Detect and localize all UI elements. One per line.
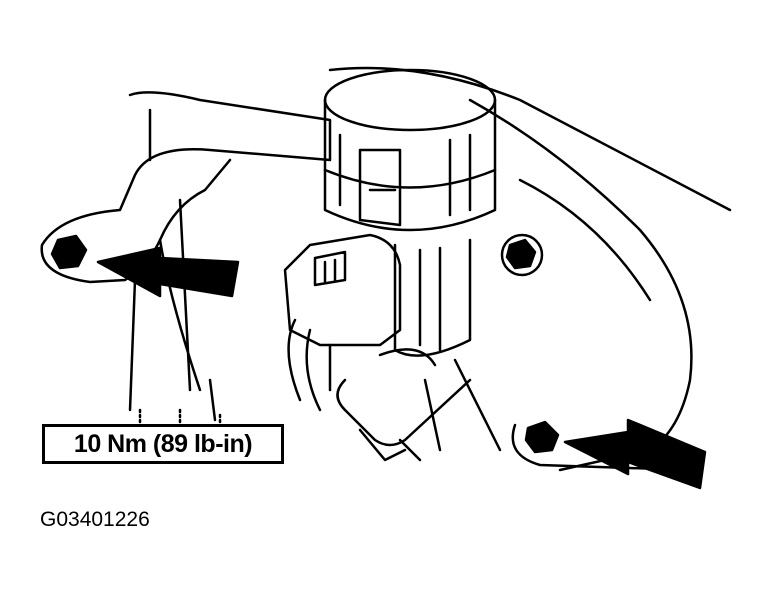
arrow-left-icon bbox=[96, 246, 240, 298]
hose-fitting bbox=[358, 428, 407, 462]
actuator-ribs bbox=[338, 133, 472, 217]
figure-id-label: G03401226 bbox=[40, 508, 150, 531]
connector-slots bbox=[313, 250, 347, 287]
bolt-left-icon bbox=[50, 234, 88, 270]
actuator-clip bbox=[358, 148, 402, 227]
bolt-lower-right-icon bbox=[524, 420, 560, 454]
actuator-stem bbox=[393, 238, 472, 357]
connector-wires bbox=[287, 318, 332, 412]
bracket-inner bbox=[148, 108, 202, 392]
bolt-upper-right-icon bbox=[500, 233, 544, 277]
housing-outline bbox=[328, 66, 732, 472]
bracket-lower bbox=[128, 278, 217, 422]
actuator-band bbox=[323, 168, 497, 189]
leader-lines bbox=[138, 408, 222, 426]
vacuum-hose bbox=[336, 348, 472, 462]
electrical-connector bbox=[283, 233, 402, 347]
stem-lines bbox=[423, 358, 502, 452]
actuator-body bbox=[323, 98, 497, 232]
housing-edge bbox=[518, 178, 652, 302]
arrow-right-icon bbox=[563, 418, 707, 490]
torque-spec-label: 10 Nm (89 lb-in) bbox=[42, 424, 284, 464]
